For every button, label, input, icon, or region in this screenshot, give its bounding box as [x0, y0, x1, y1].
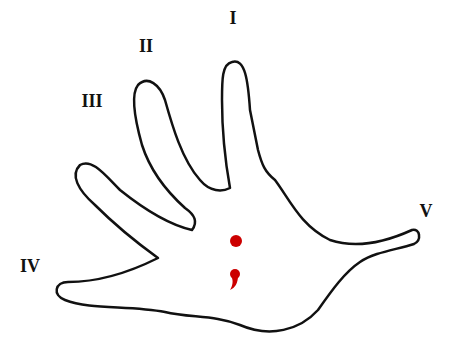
red-comma-tail: [230, 276, 238, 290]
finger-number: II: [139, 37, 153, 55]
finger-number: III: [81, 92, 102, 110]
finger-number: V: [420, 202, 433, 220]
hand-outline: [57, 62, 419, 332]
red-dot: [230, 235, 242, 247]
finger-number: IV: [20, 257, 40, 275]
finger-number: I: [229, 9, 236, 27]
